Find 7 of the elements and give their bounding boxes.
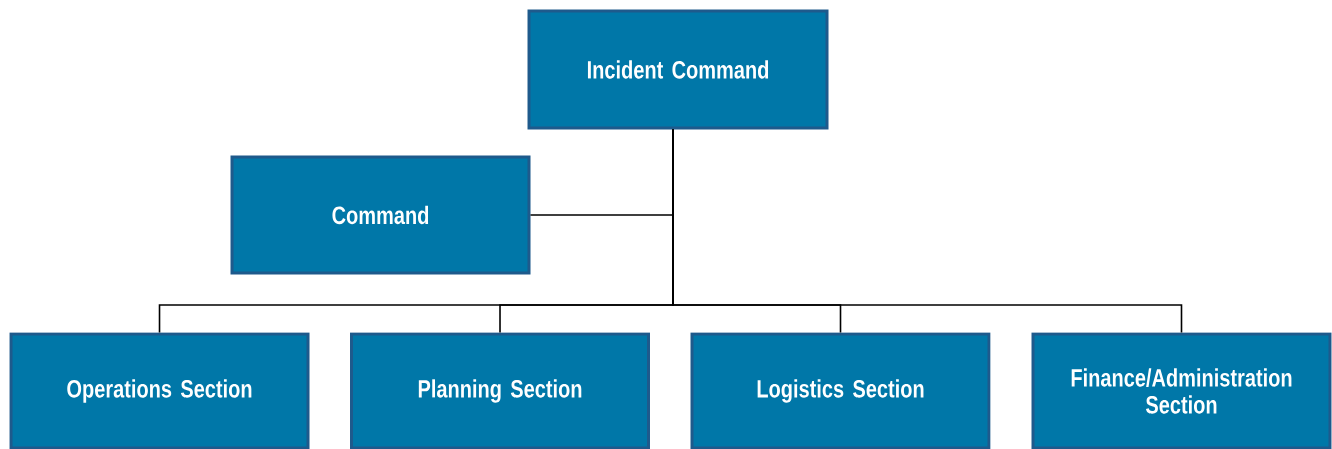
org-box: Command bbox=[230, 155, 531, 275]
org-box: Operations Section bbox=[9, 332, 310, 449]
org-box: Finance/Administration Section bbox=[1031, 332, 1332, 449]
org-box: Planning Section bbox=[350, 332, 650, 449]
connector-line bbox=[672, 128, 1183, 334]
org-box: Logistics Section bbox=[690, 332, 991, 449]
org-box: Incident Command bbox=[527, 9, 829, 130]
